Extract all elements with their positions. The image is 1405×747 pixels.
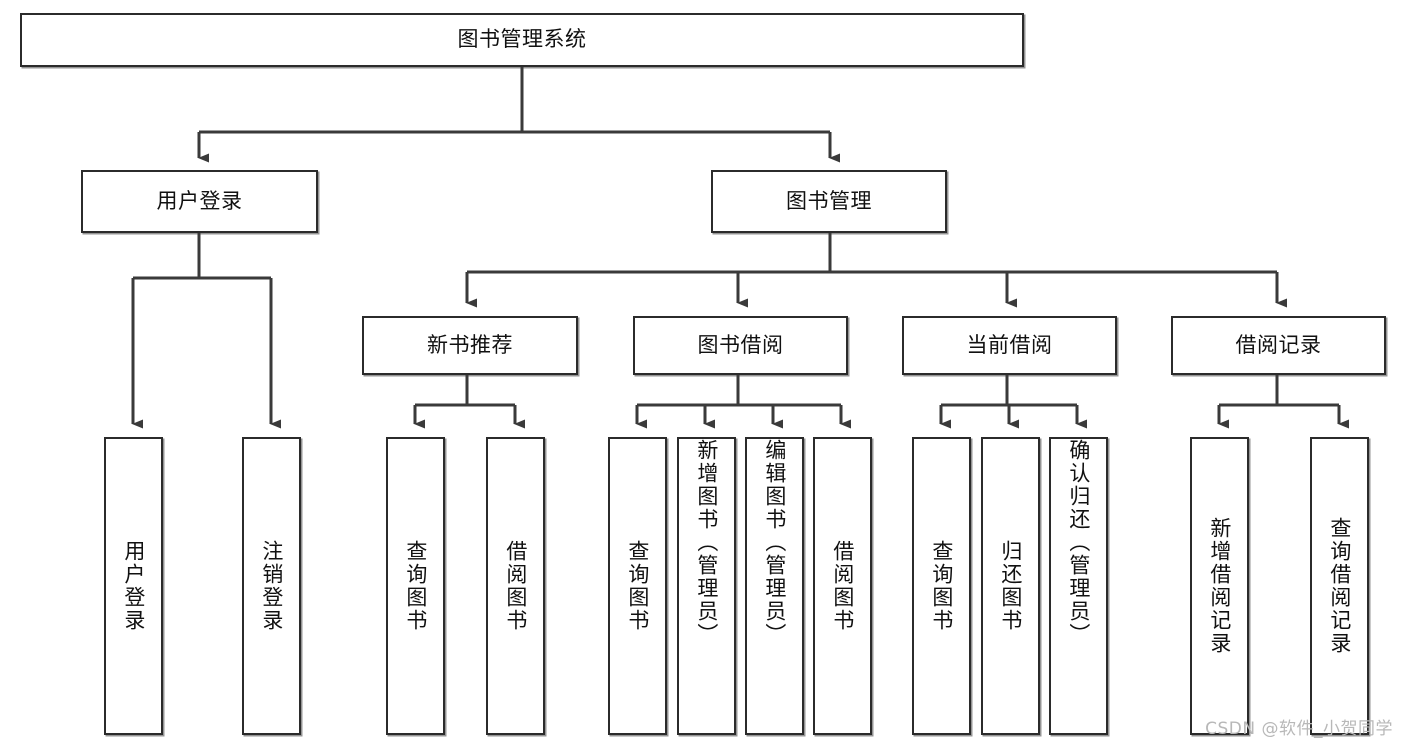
- node-current-borrow[interactable]: 当前借阅: [902, 316, 1117, 375]
- node-user-login-label: 用户登录: [156, 188, 243, 213]
- leaf-recommend-query[interactable]: 查询图书: [386, 437, 445, 735]
- leaf-user-login-label: 用户登录: [121, 540, 146, 632]
- leaf-current-confirm[interactable]: 确认归还（管理员）: [1049, 437, 1108, 735]
- leaf-borrow-add-label: 新增图书（管理员）: [694, 439, 719, 646]
- leaf-borrow-query-label: 查询图书: [625, 540, 650, 632]
- leaf-record-add-label: 新增借阅记录: [1207, 517, 1232, 655]
- leaf-record-query-label: 查询借阅记录: [1327, 517, 1352, 655]
- leaf-borrow-lend[interactable]: 借阅图书: [813, 437, 872, 735]
- leaf-current-query-label: 查询图书: [929, 540, 954, 632]
- leaf-recommend-query-label: 查询图书: [403, 540, 428, 632]
- leaf-borrow-lend-label: 借阅图书: [830, 540, 855, 632]
- node-book-borrow-label: 图书借阅: [697, 332, 784, 357]
- leaf-record-query[interactable]: 查询借阅记录: [1310, 437, 1369, 735]
- node-borrow-record-label: 借阅记录: [1235, 332, 1322, 357]
- leaf-current-return[interactable]: 归还图书: [981, 437, 1040, 735]
- node-root-label: 图书管理系统: [457, 27, 587, 52]
- leaf-record-add[interactable]: 新增借阅记录: [1190, 437, 1249, 735]
- node-borrow-record[interactable]: 借阅记录: [1171, 316, 1386, 375]
- node-new-book-recommend[interactable]: 新书推荐: [362, 316, 578, 375]
- leaf-user-logout[interactable]: 注销登录: [242, 437, 301, 735]
- node-new-book-recommend-label: 新书推荐: [427, 332, 513, 357]
- leaf-borrow-edit[interactable]: 编辑图书（管理员）: [745, 437, 804, 735]
- node-book-manage-label: 图书管理: [786, 188, 872, 213]
- node-book-manage[interactable]: 图书管理: [711, 170, 947, 233]
- node-current-borrow-label: 当前借阅: [966, 332, 1053, 357]
- node-book-borrow[interactable]: 图书借阅: [633, 316, 848, 375]
- leaf-current-query[interactable]: 查询图书: [912, 437, 971, 735]
- leaf-borrow-edit-label: 编辑图书（管理员）: [762, 439, 787, 646]
- leaf-user-login[interactable]: 用户登录: [104, 437, 163, 735]
- node-user-login[interactable]: 用户登录: [81, 170, 318, 233]
- leaf-borrow-add[interactable]: 新增图书（管理员）: [677, 437, 736, 735]
- leaf-current-confirm-label: 确认归还（管理员）: [1066, 439, 1091, 646]
- leaf-current-return-label: 归还图书: [998, 540, 1023, 632]
- leaf-user-logout-label: 注销登录: [259, 540, 284, 632]
- node-root[interactable]: 图书管理系统: [20, 13, 1024, 67]
- leaf-recommend-borrow[interactable]: 借阅图书: [486, 437, 545, 735]
- leaf-borrow-query[interactable]: 查询图书: [608, 437, 667, 735]
- leaf-recommend-borrow-label: 借阅图书: [503, 540, 528, 632]
